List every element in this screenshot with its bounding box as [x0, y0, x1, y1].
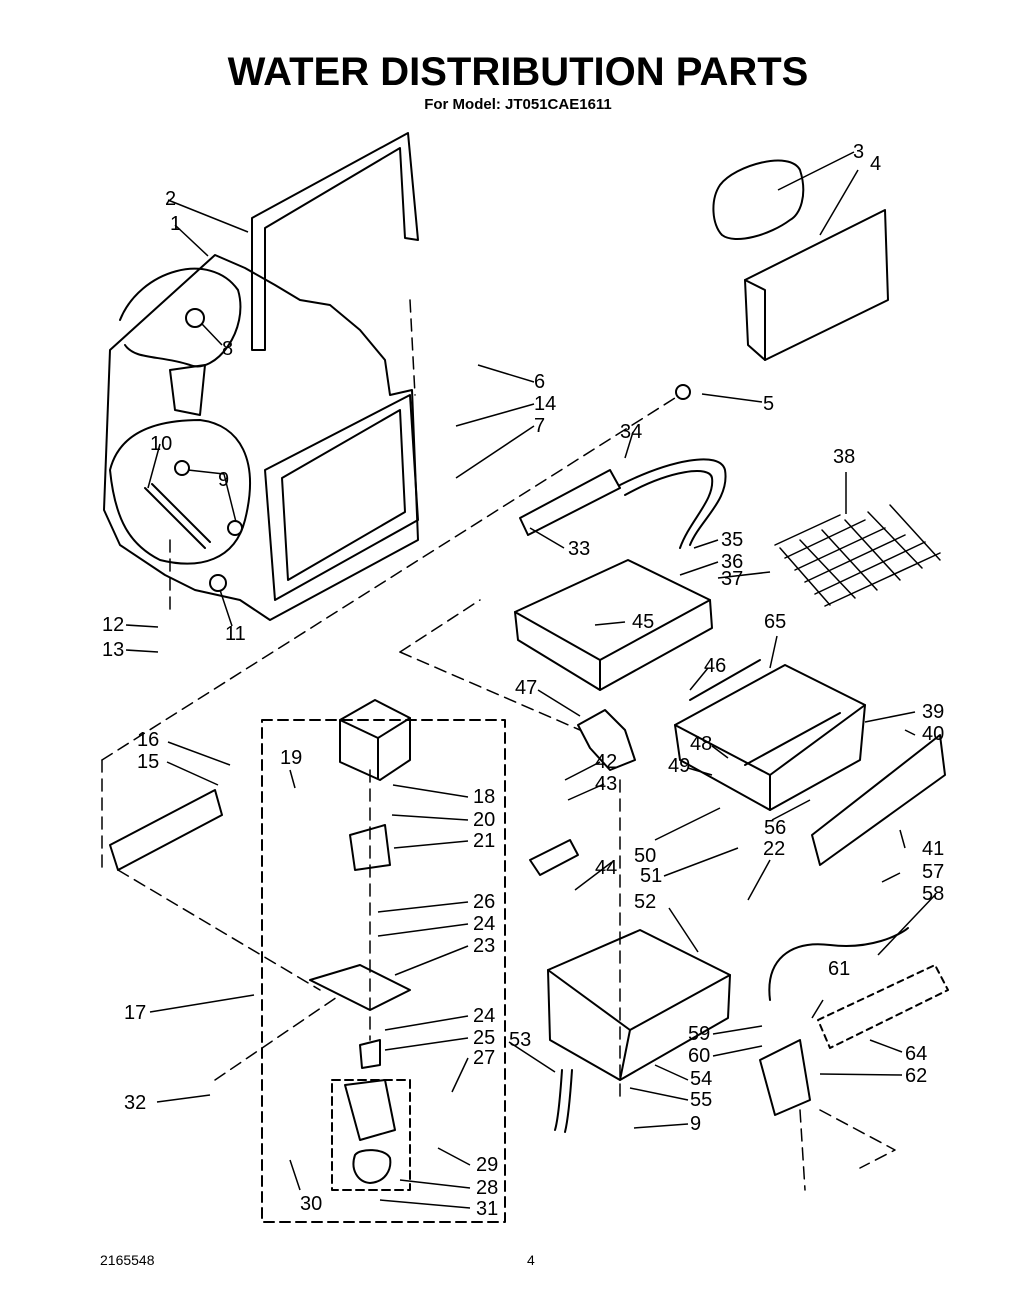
callout-21: 21: [473, 830, 495, 852]
callout-24b: 24: [473, 1005, 495, 1027]
callout-44: 44: [595, 857, 617, 879]
callout-53: 53: [509, 1029, 531, 1051]
callout-20: 20: [473, 809, 495, 831]
callout-29: 29: [476, 1154, 498, 1176]
callout-10: 10: [150, 433, 172, 455]
callout-25: 25: [473, 1027, 495, 1049]
callout-37: 37: [721, 568, 743, 590]
callout-41: 41: [922, 838, 944, 860]
callout-5: 5: [763, 393, 774, 415]
callout-59: 59: [688, 1023, 710, 1045]
callout-6: 6: [534, 371, 545, 393]
callout-labels: 1 2 3 4 5 6 7 8 9 10 11 12 13 14 15 16 1…: [102, 141, 944, 1220]
callout-14: 14: [534, 393, 556, 415]
callout-34: 34: [620, 421, 642, 443]
callout-32: 32: [124, 1092, 146, 1114]
page-title: WATER DISTRIBUTION PARTS: [227, 50, 809, 94]
document-number: 2165548: [100, 1252, 155, 1268]
callout-31: 31: [476, 1198, 498, 1220]
callout-35: 35: [721, 529, 743, 551]
callout-58: 58: [922, 883, 944, 905]
callout-1: 1: [170, 213, 181, 235]
callout-9: 9: [218, 469, 229, 491]
ice-deflector: [712, 159, 805, 240]
callout-18: 18: [473, 786, 495, 808]
callout-48: 48: [690, 733, 712, 755]
callout-45: 45: [632, 611, 654, 633]
callout-3: 3: [853, 141, 864, 163]
cabinet-panel: [103, 254, 419, 621]
callout-24a: 24: [473, 913, 495, 935]
callout-56: 56: [764, 817, 786, 839]
callout-7: 7: [534, 415, 545, 437]
callout-26: 26: [473, 891, 495, 913]
callout-49: 49: [668, 755, 690, 777]
callout-65: 65: [764, 611, 786, 633]
callout-19: 19: [280, 747, 302, 769]
callout-39: 39: [922, 701, 944, 723]
callout-46: 46: [704, 655, 726, 677]
callout-11: 11: [225, 623, 246, 645]
callout-2: 2: [165, 188, 176, 210]
callout-13: 13: [102, 639, 124, 661]
model-subtitle: For Model: JT051CAE1611: [424, 96, 612, 113]
callout-8: 8: [222, 338, 233, 360]
callout-4: 4: [870, 153, 881, 175]
callout-30: 30: [300, 1193, 322, 1215]
callout-47: 47: [515, 677, 537, 699]
callout-64: 64: [905, 1043, 927, 1065]
callout-9b: 9: [690, 1113, 701, 1135]
callout-38: 38: [833, 446, 855, 468]
callout-42: 42: [595, 751, 617, 773]
callout-62: 62: [905, 1065, 927, 1087]
callout-23: 23: [473, 935, 495, 957]
callout-27: 27: [473, 1047, 495, 1069]
callout-57: 57: [922, 861, 944, 883]
callout-16: 16: [137, 729, 159, 751]
callout-54: 54: [690, 1068, 712, 1090]
callout-50: 50: [634, 845, 656, 867]
callout-60: 60: [688, 1045, 710, 1067]
callout-55: 55: [690, 1089, 712, 1111]
callout-22: 22: [763, 838, 785, 860]
callout-17: 17: [124, 1002, 146, 1024]
liner-frame: [251, 132, 419, 351]
callout-51: 51: [640, 865, 662, 887]
callout-12: 12: [102, 614, 124, 636]
callout-52: 52: [634, 891, 656, 913]
callout-28: 28: [476, 1177, 498, 1199]
page-number: 4: [527, 1252, 535, 1268]
callout-15: 15: [137, 751, 159, 773]
callout-33: 33: [568, 538, 590, 560]
callout-40: 40: [922, 723, 944, 745]
callout-61: 61: [828, 958, 850, 980]
callout-43: 43: [595, 773, 617, 795]
callout-36: 36: [721, 551, 743, 573]
